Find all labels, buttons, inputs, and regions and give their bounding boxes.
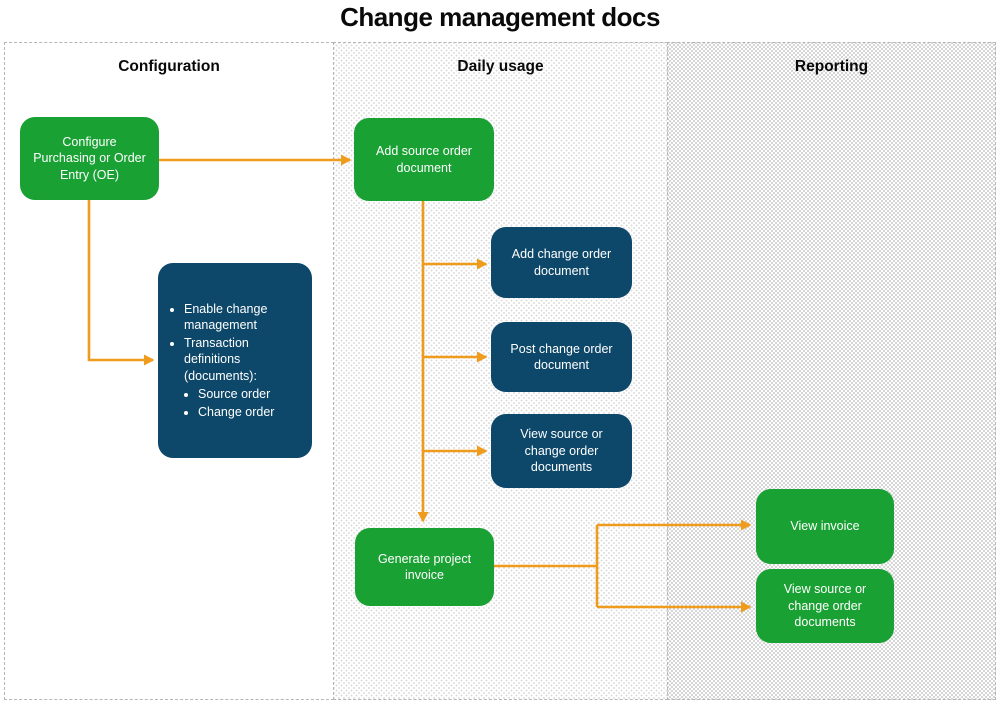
node-view-source-or-change-order-docs-daily: View source or change order documents: [491, 414, 632, 488]
node-add-source-order-document: Add source order document: [354, 118, 494, 201]
node-view-source-or-change-order-docs-reporting: View source or change order documents: [756, 569, 894, 643]
list-item: Transaction definitions (documents): Sou…: [184, 335, 304, 421]
config-details-list: Enable change management Transaction def…: [168, 300, 304, 422]
list-item: Change order: [198, 404, 304, 421]
node-post-change-order-document: Post change order document: [491, 322, 632, 392]
column-daily-usage-header: Daily usage: [457, 58, 544, 75]
node-configuration-details: Enable change management Transaction def…: [158, 263, 312, 458]
list-item: Enable change management: [184, 301, 304, 334]
node-view-invoice: View invoice: [756, 489, 894, 564]
node-configure-purchasing-oe: Configure Purchasing or Order Entry (OE): [20, 117, 159, 200]
config-details-sublist: Source order Change order: [184, 386, 304, 420]
list-item: Source order: [198, 386, 304, 403]
column-configuration-header: Configuration: [118, 58, 220, 75]
page-title: Change management docs: [340, 2, 660, 32]
node-add-change-order-document: Add change order document: [491, 227, 632, 298]
column-reporting-header: Reporting: [794, 58, 869, 75]
column-reporting: Reporting: [667, 42, 996, 700]
node-generate-project-invoice: Generate project invoice: [355, 528, 494, 606]
